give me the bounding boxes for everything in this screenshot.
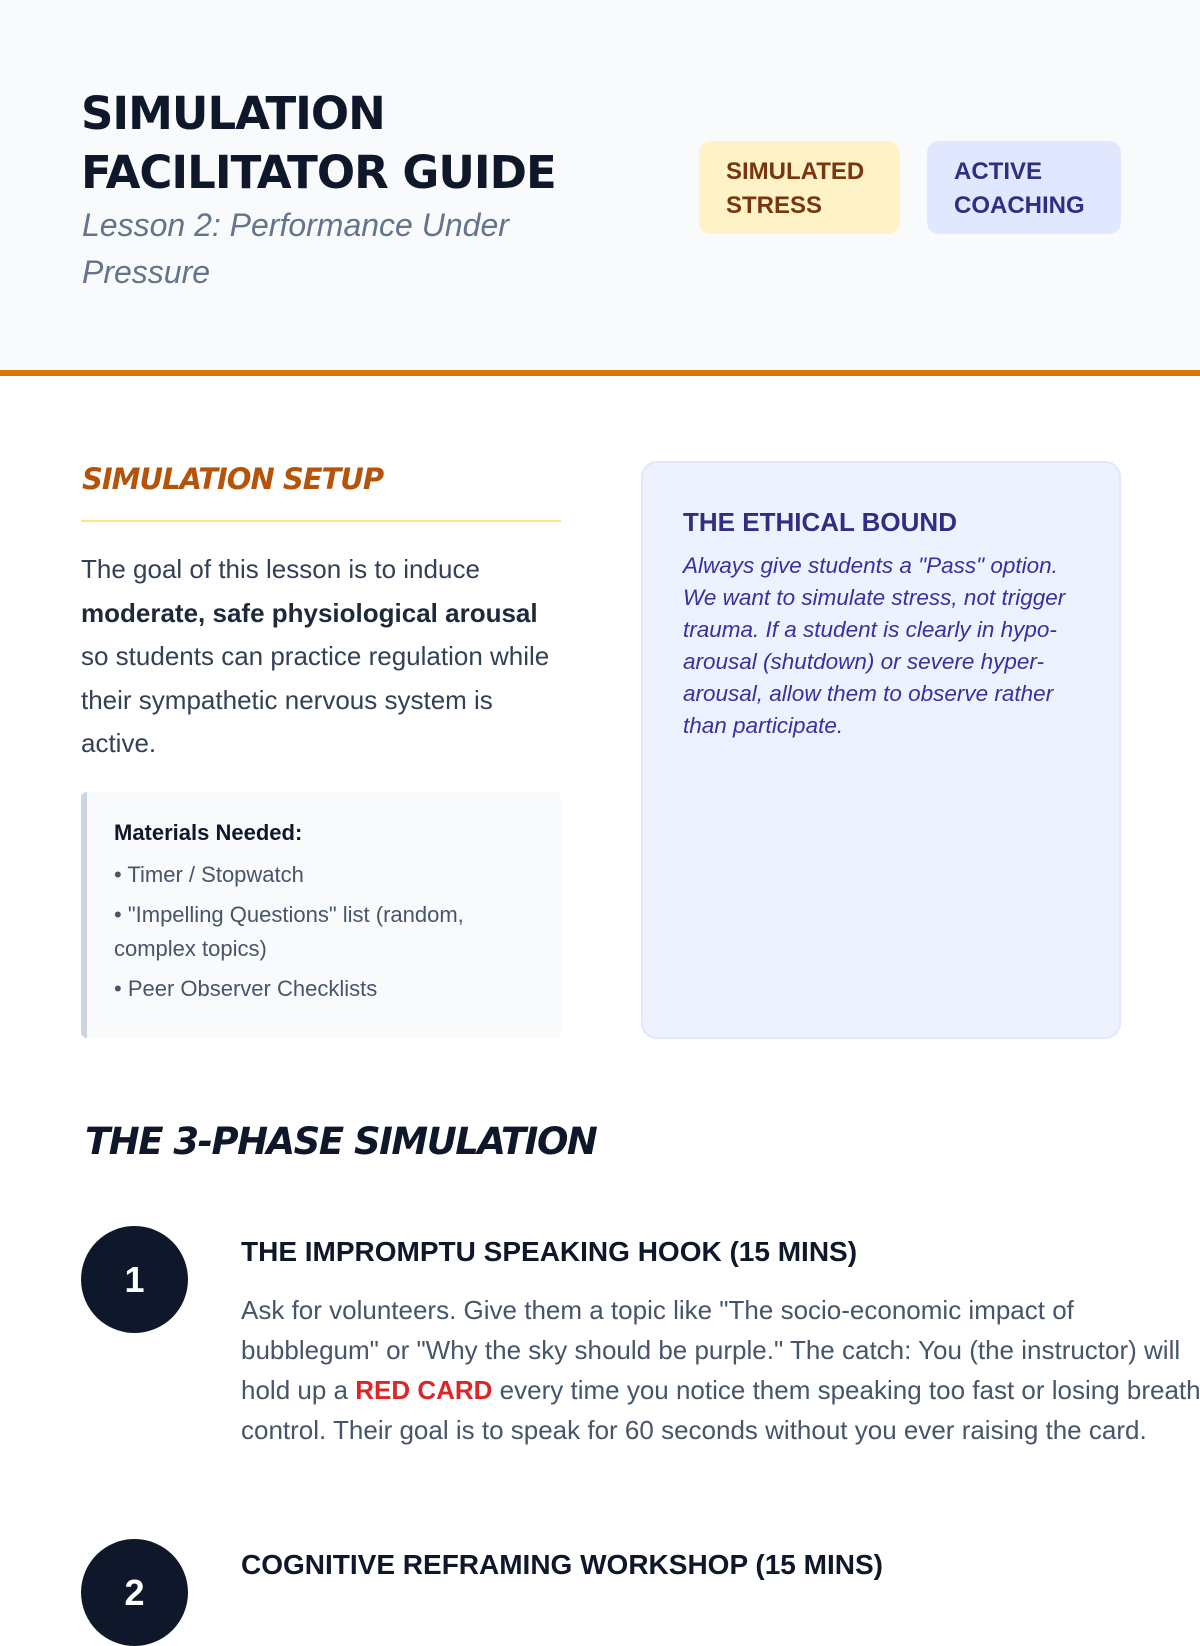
setup-heading: SIMULATION SETUP [82,462,384,496]
page-subtitle: Lesson 2: Performance Under Pressure [82,207,509,290]
badge-active-coaching: ACTIVE COACHING [927,141,1121,234]
divider [81,520,561,522]
list-item: • Timer / Stopwatch [114,862,304,887]
step-text: Ask for volunteers. Give them a topic li… [241,1295,1200,1445]
materials-heading: Materials Needed: [114,820,303,845]
step-number: 1 [81,1226,188,1333]
red-card-highlight: RED CARD [355,1375,493,1405]
list-item: • Peer Observer Checklists [114,976,378,1001]
ethical-heading: THE ETHICAL BOUND [683,507,957,537]
step-title: COGNITIVE REFRAMING WORKSHOP (15 MINS) [241,1549,883,1580]
step-number: 2 [81,1539,188,1646]
ethical-text: Always give students a "Pass" option. We… [683,553,1066,738]
badge-simulated-stress: SIMULATED STRESS [699,141,900,234]
setup-paragraph: The goal of this lesson is to induce mod… [81,554,550,758]
phases-heading: THE 3-PHASE SIMULATION [85,1120,598,1163]
step-title: THE IMPROMPTU SPEAKING HOOK (15 MINS) [241,1236,858,1267]
ethical-bound-callout: THE ETHICAL BOUND Always give students a… [641,461,1121,1039]
materials-box: Materials Needed: • Timer / Stopwatch • … [81,792,561,1038]
list-item: • "Impelling Questions" list (random, co… [114,902,464,961]
